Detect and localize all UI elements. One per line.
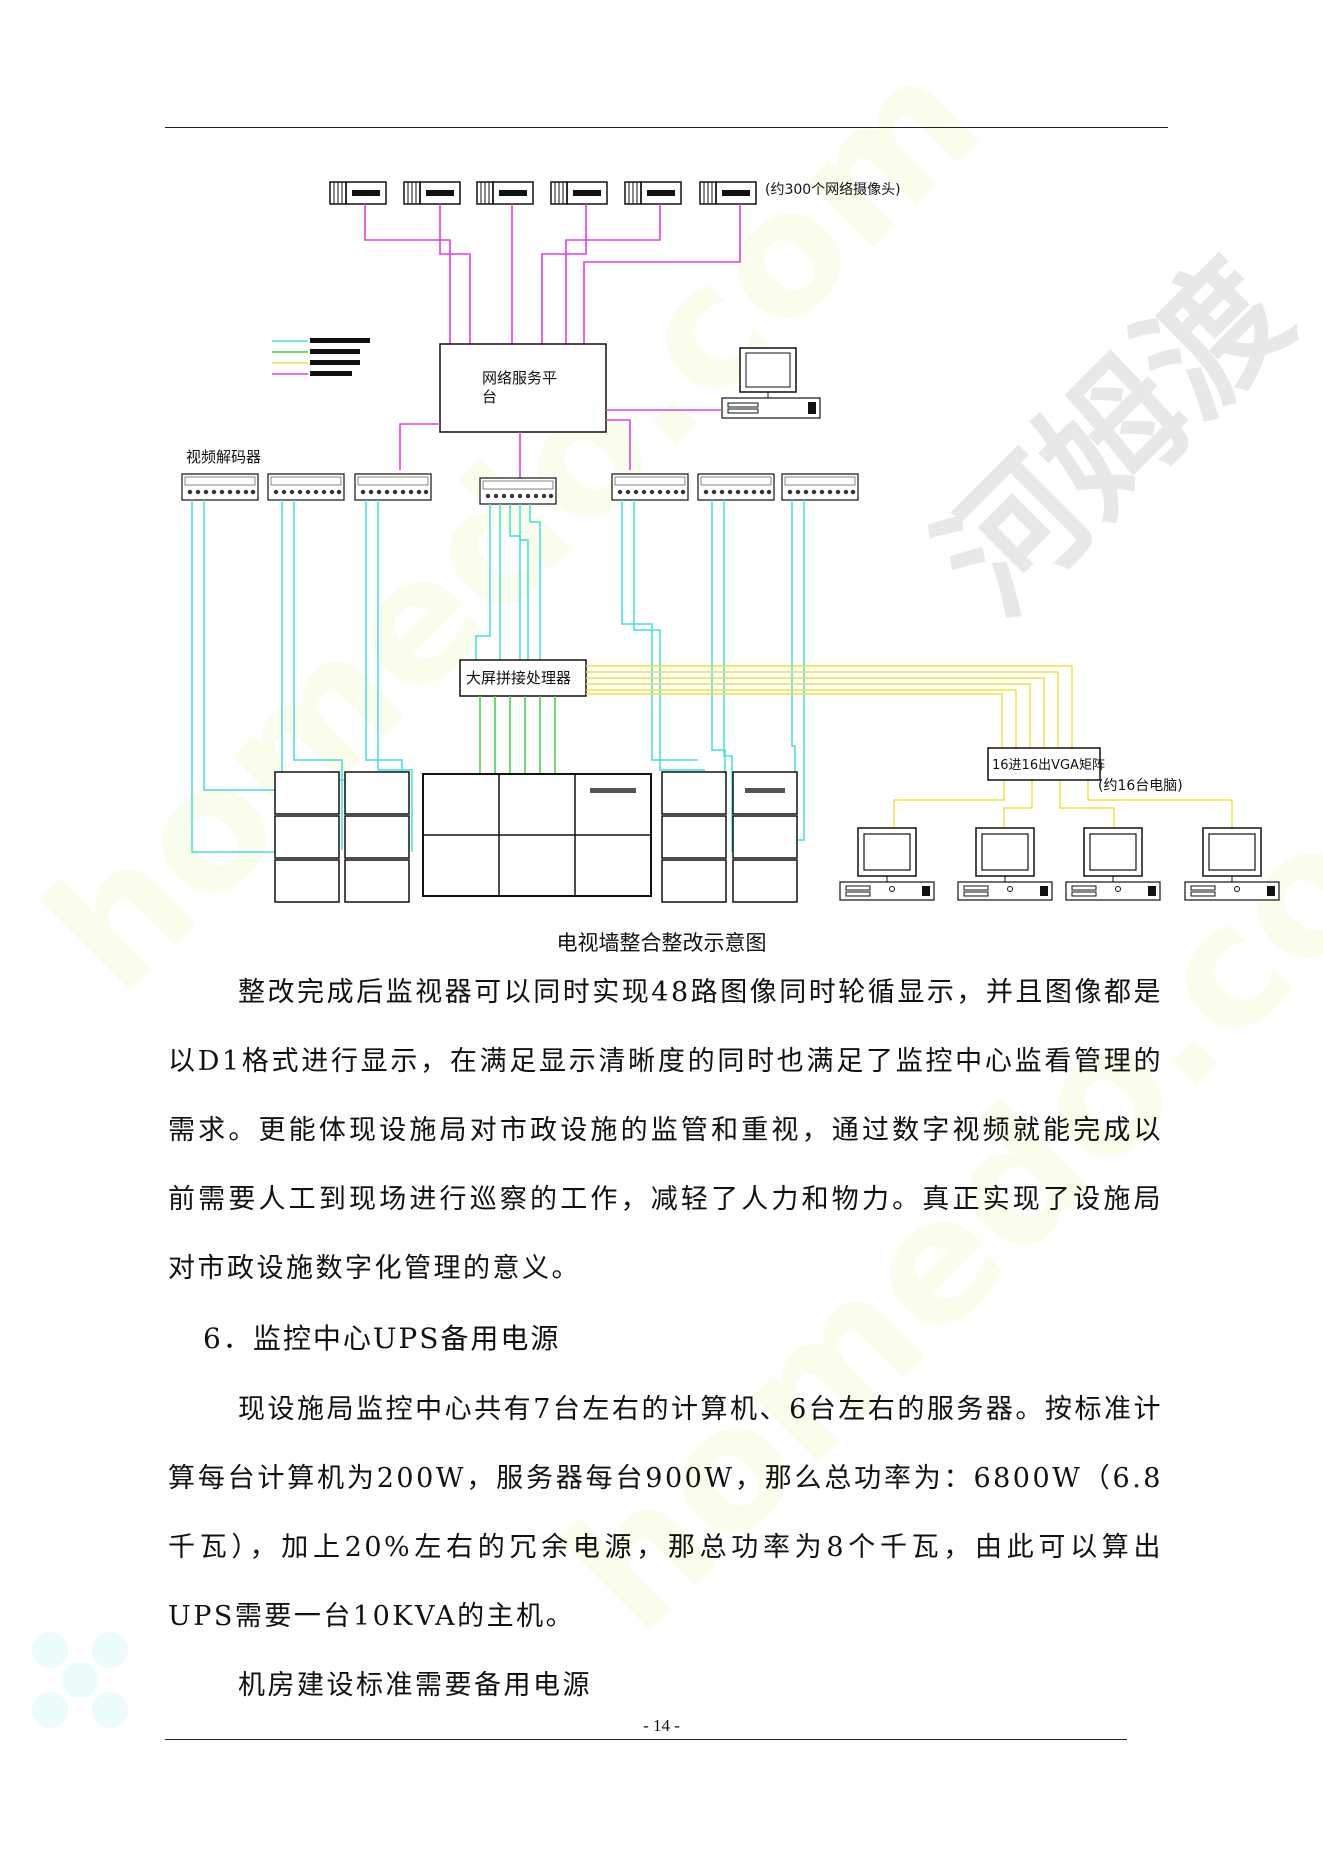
header-rule — [165, 127, 1168, 128]
large-screen-wall — [422, 773, 652, 897]
network-camera-icons — [329, 181, 757, 205]
vga-lines — [586, 665, 1233, 834]
video-output-lines — [191, 500, 805, 853]
section-heading: 6．监控中心UPS备用电源 — [203, 1322, 561, 1355]
control-pc-icon — [721, 347, 821, 419]
diagram-caption: 电视墙整合整改示意图 — [556, 931, 767, 955]
tv-wall-diagram: (约300个网络摄像头) 网络服务平 台 视频 — [181, 181, 1280, 903]
server-label-line2: 台 — [482, 388, 497, 406]
paragraph-2: 现设施局监控中心共有7台左右的计算机、6台左右的服务器。按标准计算每台计算机为2… — [168, 1394, 1163, 1632]
paragraph-3: 机房建设标准需要备用电源 — [238, 1670, 592, 1701]
vga-matrix — [987, 747, 1101, 781]
client-pc-icons — [839, 827, 1280, 901]
network-service-platform — [439, 343, 607, 433]
pc-count-note: (约16台电脑) — [1098, 778, 1183, 794]
line-legend — [272, 338, 370, 376]
monitor-wall-right — [661, 771, 798, 903]
server-decoder-lines — [399, 419, 631, 478]
monitor-wall-left — [274, 771, 410, 903]
paragraph-1: 整改完成后监视器可以同时实现48路图像同时轮循显示，并且图像都是以D1格式进行显… — [168, 977, 1163, 1284]
splicer-output-lines — [479, 696, 556, 776]
matrix-label: 16进16出VGA矩阵 — [992, 758, 1105, 773]
video-decoder-icons — [181, 473, 859, 505]
page-number: - 14 - — [643, 1716, 680, 1735]
video-decoder-label: 视频解码器 — [186, 448, 261, 466]
watermark-flower-icon — [32, 1632, 128, 1728]
screen-splicing-processor — [459, 659, 587, 697]
footer-rule — [165, 1739, 1127, 1740]
camera-link-lines — [364, 204, 741, 344]
camera-count-note: (约300个网络摄像头) — [765, 182, 901, 198]
splicer-label: 大屏拼接处理器 — [466, 669, 571, 687]
server-label-line1: 网络服务平 — [482, 369, 557, 387]
